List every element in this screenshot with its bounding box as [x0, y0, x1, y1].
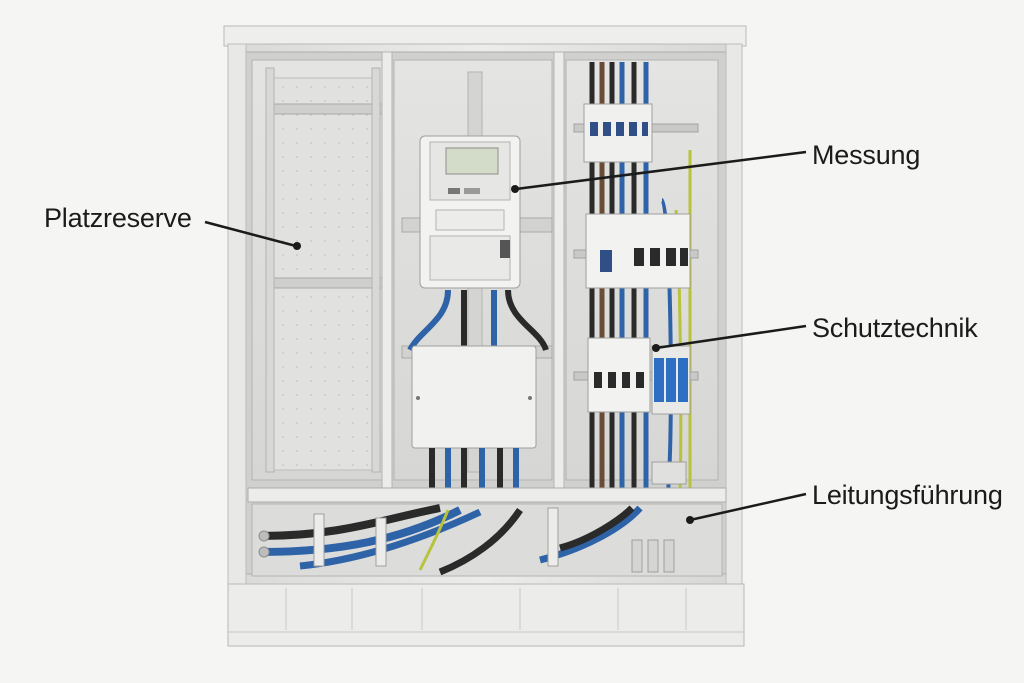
label-schutztechnik: Schutztechnik [812, 313, 978, 343]
breaker-block-middle [585, 213, 691, 289]
leader-platzreserve [204, 220, 297, 248]
junction-box [411, 345, 537, 449]
breaker-block-lower [587, 337, 651, 413]
electricity-meter [419, 135, 521, 289]
label-messung: Messung [812, 140, 921, 170]
meter-display [445, 147, 499, 175]
compartment-protection [565, 59, 719, 493]
leader-messung [515, 150, 807, 191]
label-platzreserve: Platzreserve [44, 203, 192, 233]
label-leitungsfuehrung: Leitungsführung [812, 480, 1003, 510]
surge-protection-device [651, 345, 691, 415]
cable-routing-bay [247, 487, 727, 577]
compartment-reserve [251, 59, 383, 481]
breaker-block-top [583, 103, 653, 163]
divider-right [553, 51, 565, 497]
leader-leitungsfuehrung [689, 492, 807, 522]
leader-schutztechnik [655, 324, 807, 350]
leader-lines [204, 150, 807, 524]
divider-left [381, 51, 393, 497]
compartment-metering [393, 59, 553, 492]
